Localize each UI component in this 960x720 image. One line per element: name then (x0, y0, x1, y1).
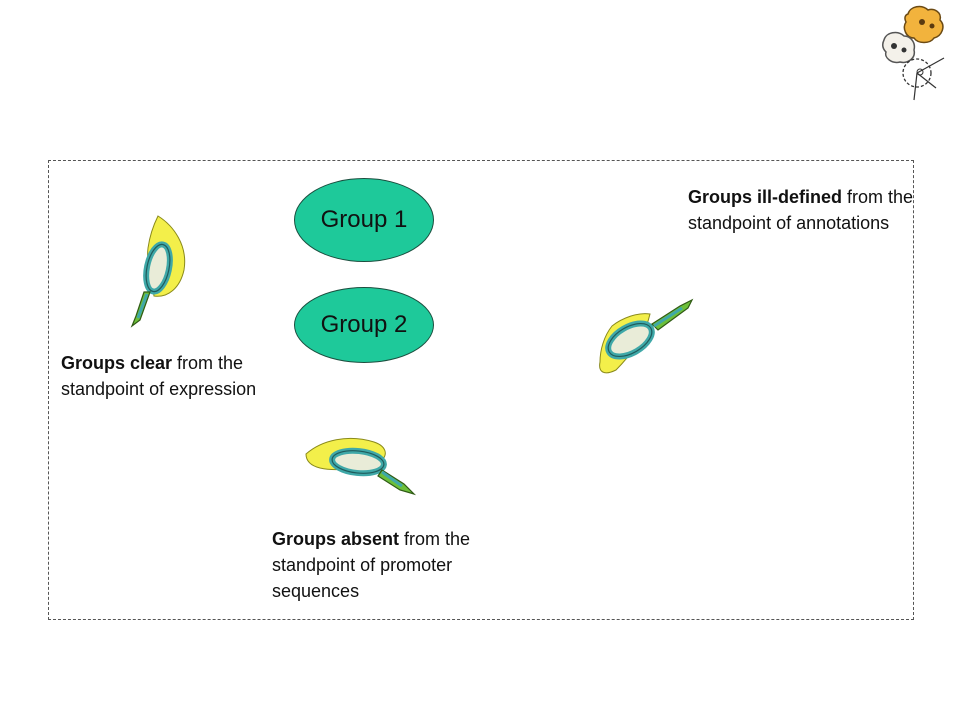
magnifier-icon (599, 298, 694, 374)
mascot-logo-icon (881, 5, 945, 101)
diagram-frame (48, 160, 914, 620)
magnifier-icon (130, 215, 186, 328)
caption-expression-bold: Groups clear (61, 353, 173, 373)
caption-promoter-rest: from the standpoint of promoter sequence… (272, 529, 471, 601)
group-2-oval: Group 2 (294, 287, 434, 363)
caption-promoter-bold: Groups absent (272, 529, 400, 549)
group-1-oval: Group 1 (294, 178, 434, 262)
magnifier-icon (305, 437, 417, 496)
caption-annotations-rest: from the standpoint of annotations (688, 187, 914, 233)
caption-annotations-bold: Groups ill-defined (688, 187, 843, 207)
group-1-label: Group 1 (320, 206, 408, 233)
group-2-label: Group 2 (320, 311, 408, 338)
caption-expression-rest: from the standpoint of expression (61, 353, 257, 399)
caption-annotations: Groups ill-defined from the standpoint o… (688, 184, 918, 236)
caption-expression: Groups clear from the standpoint of expr… (61, 350, 281, 402)
caption-promoter: Groups absent from the standpoint of pro… (272, 526, 532, 604)
